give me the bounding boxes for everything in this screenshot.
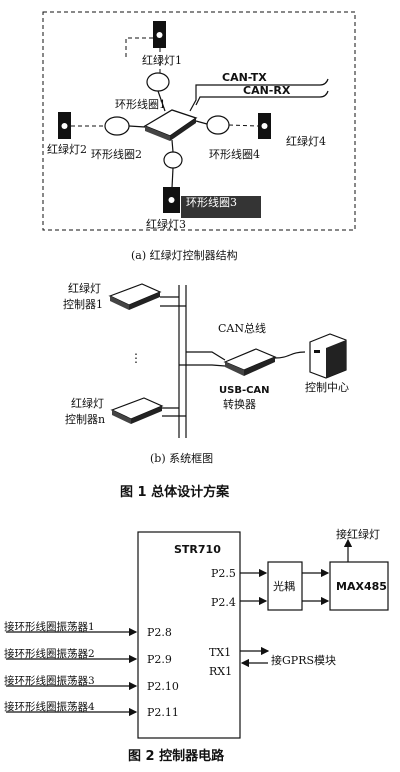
optocoupler-box	[267, 561, 303, 611]
pin-p29-label: P2.9	[147, 653, 172, 666]
pin-p24-label: P2.4	[211, 596, 236, 609]
to-gprs-label: 接GPRS模块	[271, 654, 336, 667]
pin-tx1-label: TX1	[209, 646, 231, 659]
can-bus-label: CAN总线	[218, 321, 266, 335]
pin-p210-label: P2.10	[147, 680, 179, 693]
converter-label-line1: USB-CAN	[219, 385, 270, 396]
usb-can-converter-device	[223, 348, 277, 376]
oscillator-4-label: 接环形线圈振荡器4	[4, 700, 95, 713]
oscillator-1-label: 接环形线圈振荡器1	[4, 620, 95, 633]
fig-2-caption: 图 2 控制器电路	[128, 748, 225, 764]
max485-box	[329, 561, 389, 611]
ellipsis: ⋮	[130, 351, 142, 365]
pin-p25-label: P2.5	[211, 567, 236, 580]
fig-a-controller-structure: 红绿灯1 红绿灯2 红绿灯3 红绿灯4 环形线圈1 环形线圈2 环形线圈3 环形…	[42, 11, 356, 231]
oscillator-3-label: 接环形线圈振荡器3	[4, 674, 95, 687]
coil-4-label: 环形线圈4	[209, 147, 260, 161]
light-3-label: 红绿灯3	[146, 217, 186, 231]
control-center-computer-icon	[309, 333, 347, 379]
controller-1-device	[108, 283, 162, 310]
to-traffic-lights-label: 接红绿灯	[336, 527, 380, 541]
coil-3	[163, 151, 183, 169]
oscillator-2-label: 接环形线圈振荡器2	[4, 647, 95, 660]
controller-1-label-line2: 控制器1	[63, 297, 103, 311]
fig-b-system-block-diagram: 红绿灯 控制器1 ⋮ 红绿灯 控制器n CAN总线 USB-CAN 转换器 控制…	[63, 281, 349, 438]
controller-n-label-line1: 红绿灯	[71, 396, 104, 410]
max485-label: MAX485	[336, 580, 387, 593]
optocoupler-label: 光耦	[273, 579, 295, 593]
pin-p28-label: P2.8	[147, 626, 172, 639]
control-center-label: 控制中心	[305, 380, 349, 394]
fig-a-dashed-border	[42, 11, 356, 231]
fig-a-caption: (a) 红绿灯控制器结构	[131, 248, 238, 262]
fig-a-controller-device	[143, 109, 198, 141]
controller-n-label-line2: 控制器n	[65, 412, 105, 426]
coil-1-label: 环形线圈1	[115, 97, 166, 111]
fig-b-caption: (b) 系统框图	[150, 452, 213, 465]
can-tx-label: CAN-TX	[222, 71, 267, 84]
controller-1-label-line1: 红绿灯	[68, 281, 101, 295]
light-2-label: 红绿灯2	[47, 142, 87, 156]
traffic-light-4-icon	[258, 113, 271, 139]
traffic-light-1-icon	[153, 21, 166, 48]
light-1-label: 红绿灯1	[142, 53, 182, 67]
controller-n-device	[110, 397, 164, 424]
pin-rx1-label: RX1	[209, 665, 232, 678]
traffic-light-3-icon	[163, 187, 261, 218]
light-4-label: 红绿灯4	[286, 134, 326, 148]
coil-3-label: 环形线圈3	[186, 195, 237, 209]
fig-2-controller-circuit: STR710 P2.5 P2.4 P2.8 P2.9 P2.10 P2.11 T…	[4, 527, 389, 739]
chip-label: STR710	[174, 543, 221, 556]
str710-chip-box	[137, 531, 241, 739]
converter-label-line2: 转换器	[223, 397, 256, 411]
coil-4	[206, 115, 230, 135]
fig-1-caption: 图 1 总体设计方案	[120, 484, 230, 500]
coil-2	[104, 116, 130, 136]
can-rx-label: CAN-RX	[243, 84, 291, 97]
pin-p211-label: P2.11	[147, 706, 179, 719]
coil-2-label: 环形线圈2	[91, 147, 142, 161]
coil-1	[146, 72, 170, 92]
traffic-light-2-icon	[58, 112, 71, 139]
